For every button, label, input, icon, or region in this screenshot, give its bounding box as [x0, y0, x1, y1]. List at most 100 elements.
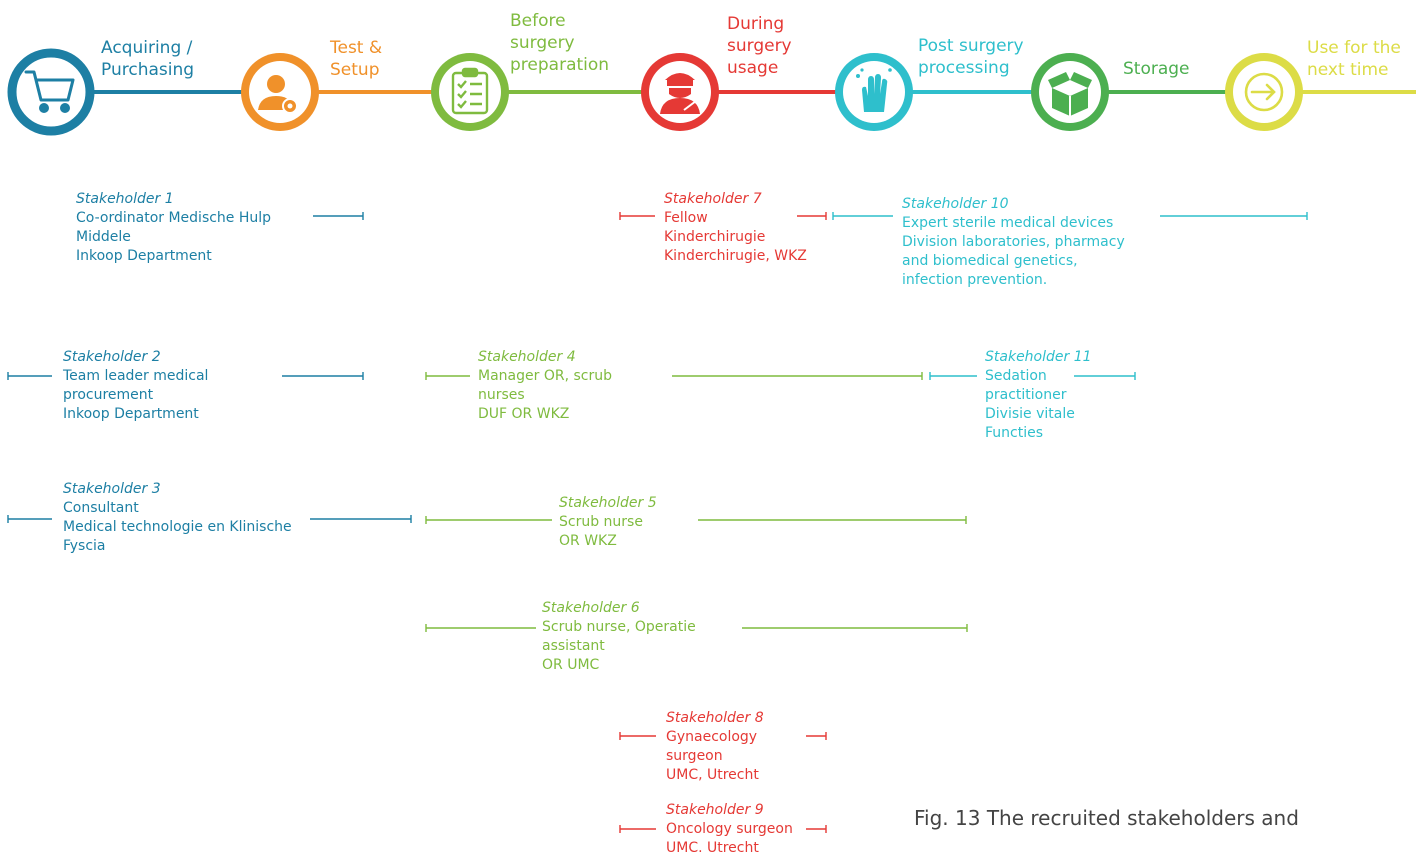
stakeholder-8: Stakeholder 8 Gynaecology surgeon UMC, U… — [666, 709, 764, 785]
range-bar — [797, 212, 827, 220]
stakeholder-line: UMC. Utrecht — [666, 840, 759, 856]
stakeholder-line: infection prevention. — [902, 272, 1048, 288]
figure-caption: Fig. 13 The recruited stakeholders and — [914, 806, 1299, 830]
stakeholder-line: practitioner — [985, 387, 1067, 403]
range-bar — [313, 212, 364, 220]
stakeholder-title: Stakeholder 4 — [478, 349, 576, 365]
stakeholder-line: Scrub nurse — [559, 514, 643, 530]
range-bar — [310, 515, 412, 523]
stakeholder-line: Expert sterile medical devices — [902, 215, 1114, 231]
stakeholder-11: Stakeholder 11 Sedation practitioner Div… — [985, 348, 1092, 443]
range-bar — [425, 624, 536, 632]
stakeholder-10: Stakeholder 10 Expert sterile medical de… — [902, 195, 1125, 290]
range-bar — [425, 516, 552, 524]
stakeholder-line: assistant — [542, 638, 605, 654]
stage-label-post: Post surgery processing — [918, 35, 1024, 79]
stage-label-line: Setup — [330, 60, 380, 80]
stage-label-acquire: Acquiring / Purchasing — [101, 37, 194, 81]
range-bar — [7, 515, 52, 523]
range-bar — [7, 372, 52, 380]
stage-test — [241, 53, 319, 131]
clipboard-checklist-icon — [451, 67, 489, 115]
range-bar — [832, 212, 893, 220]
stakeholder-title: Stakeholder 1 — [76, 191, 174, 207]
stage-label-line: surgery — [727, 36, 792, 56]
stakeholder-5: Stakeholder 5 Scrub nurse OR WKZ — [559, 494, 657, 551]
stakeholder-line: Consultant — [63, 500, 139, 516]
stakeholder-line: Fellow — [664, 210, 708, 226]
range-bar — [806, 825, 827, 833]
stakeholder-4: Stakeholder 4 Manager OR, scrub nurses D… — [478, 348, 612, 424]
stage-label-line: next time — [1307, 60, 1389, 80]
stakeholder-line: Scrub nurse, Operatie — [542, 619, 696, 635]
stakeholder-line: Team leader medical — [63, 368, 209, 384]
range-bar — [282, 372, 364, 380]
stakeholder-2: Stakeholder 2 Team leader medical procur… — [63, 348, 208, 424]
stage-label-storage: Storage — [1123, 58, 1190, 80]
stakeholder-line: Kinderchirugie — [664, 229, 766, 245]
stage-label-during: During surgery usage — [727, 13, 792, 79]
stakeholder-3: Stakeholder 3 Consultant Medical technol… — [63, 480, 292, 556]
stage-label-line: Post surgery — [918, 36, 1024, 56]
stage-during — [641, 53, 719, 131]
stakeholder-line: Inkoop Department — [76, 248, 212, 264]
range-bar — [806, 732, 827, 740]
stakeholder-line: Divisie vitale — [985, 406, 1075, 422]
range-bars — [7, 212, 1308, 833]
stakeholder-line: Kinderchirugie, WKZ — [664, 248, 807, 264]
stakeholder-9: Stakeholder 9 Oncology surgeon UMC. Utre… — [666, 801, 793, 858]
range-bar — [425, 372, 470, 380]
stage-label-line: Storage — [1123, 59, 1190, 79]
stage-label-line: Use for the — [1307, 38, 1401, 58]
range-bar — [619, 212, 655, 220]
stage-post — [835, 53, 913, 131]
stakeholder-line: OR WKZ — [559, 533, 617, 549]
range-bar — [1160, 212, 1308, 220]
stakeholder-title: Stakeholder 2 — [63, 349, 161, 365]
stage-acquire — [7, 48, 95, 136]
stakeholder-title: Stakeholder 7 — [664, 191, 762, 207]
stage-label-line: usage — [727, 58, 779, 78]
stage-label-line: surgery — [510, 33, 575, 53]
stakeholder-1: Stakeholder 1 Co-ordinator Medische Hulp… — [76, 190, 271, 266]
stakeholder-title: Stakeholder 5 — [559, 495, 657, 511]
hand-washing-icon — [856, 68, 892, 112]
range-bar — [619, 732, 656, 740]
stakeholder-title: Stakeholder 10 — [902, 196, 1009, 212]
stage-label-test: Test & Setup — [330, 37, 382, 81]
stakeholder-line: Oncology surgeon — [666, 821, 793, 837]
range-bar — [672, 372, 923, 380]
stakeholder-title: Stakeholder 3 — [63, 481, 161, 497]
stakeholder-6: Stakeholder 6 Scrub nurse, Operatie assi… — [542, 599, 696, 675]
range-bar — [929, 372, 977, 380]
stage-prep — [431, 53, 509, 131]
stakeholder-line: Sedation — [985, 368, 1047, 384]
stakeholder-line: Co-ordinator Medische Hulp — [76, 210, 272, 226]
circular-arrow-icon — [1244, 72, 1284, 112]
stage-label-use: Use for the next time — [1307, 37, 1401, 81]
stakeholder-line: OR UMC — [542, 657, 600, 673]
stakeholder-line: and biomedical genetics, — [902, 253, 1078, 269]
stage-label-line: Purchasing — [101, 60, 195, 80]
stakeholder-line: Functies — [985, 425, 1044, 441]
stage-use — [1225, 53, 1303, 131]
stage-storage — [1031, 53, 1109, 131]
stakeholder-line: Middele — [76, 229, 131, 245]
stakeholder-title: Stakeholder 6 — [542, 600, 640, 616]
stage-label-prep: Before surgery preparation — [510, 10, 609, 76]
stage-label-line: Acquiring / — [101, 38, 193, 58]
range-bar — [698, 516, 967, 524]
stakeholder-line: Manager OR, scrub — [478, 368, 612, 384]
stakeholder-line: nurses — [478, 387, 525, 403]
surgeon-icon — [660, 73, 701, 114]
stakeholder-line: DUF OR WKZ — [478, 406, 570, 422]
stakeholder-title: Stakeholder 11 — [985, 349, 1092, 365]
stakeholder-line: Gynaecology — [666, 729, 758, 745]
range-bar — [1074, 372, 1136, 380]
stakeholder-title: Stakeholder 9 — [666, 802, 764, 818]
stakeholder-line: Medical technologie en Klinische — [63, 519, 292, 535]
range-bar — [742, 624, 968, 632]
stakeholder-line: UMC, Utrecht — [666, 767, 759, 783]
stage-label-line: preparation — [510, 55, 610, 75]
